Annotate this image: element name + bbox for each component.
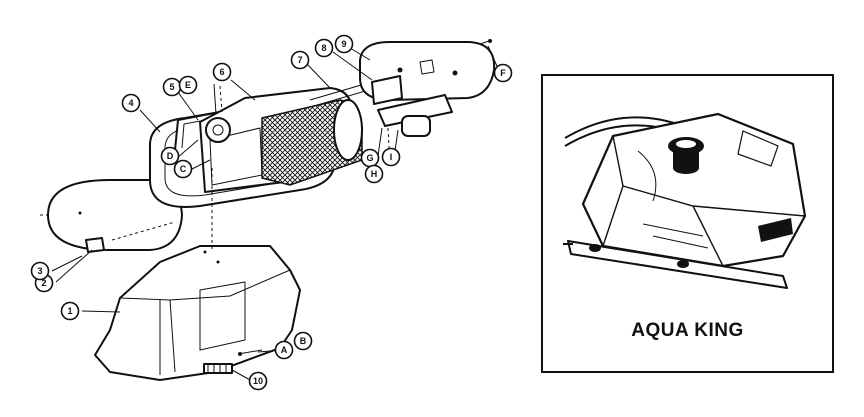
svg-text:8: 8: [321, 43, 326, 53]
part-knob: [85, 237, 105, 253]
callout-4: 4: [121, 93, 141, 113]
svg-text:4: 4: [128, 98, 133, 108]
assembled-product-illustration: [563, 112, 807, 289]
callout-1: 1: [60, 301, 80, 321]
svg-text:1: 1: [67, 306, 72, 316]
svg-text:C: C: [180, 164, 187, 174]
part-filter-mesh: [261, 99, 363, 186]
leader-lines: [51, 45, 501, 382]
part-clip: [203, 363, 233, 374]
callout-8: 8: [314, 38, 334, 58]
callout-10: 10: [248, 371, 268, 391]
product-name-label: AQUA KING: [631, 320, 744, 341]
svg-text:10: 10: [253, 376, 263, 386]
svg-text:F: F: [500, 68, 506, 78]
svg-text:7: 7: [297, 55, 302, 65]
part-end-cover: [40, 179, 183, 251]
callout-f: F: [493, 63, 513, 83]
svg-text:I: I: [390, 152, 393, 162]
svg-text:3: 3: [37, 266, 42, 276]
svg-text:2: 2: [41, 278, 46, 288]
callout-6: 6: [212, 62, 232, 82]
svg-text:9: 9: [341, 39, 346, 49]
part-motor: [371, 75, 453, 137]
callout-i: I: [381, 147, 401, 167]
callout-a: A: [274, 340, 294, 360]
svg-text:B: B: [300, 336, 307, 346]
screw-a: [237, 349, 263, 356]
callout-g: G: [360, 148, 380, 168]
screw-f: [479, 39, 493, 45]
callout-h: H: [364, 164, 384, 184]
callout-5: 5: [162, 77, 182, 97]
callout-c: C: [173, 159, 193, 179]
callout-b: B: [293, 331, 313, 351]
svg-text:H: H: [371, 169, 378, 179]
callout-e: E: [178, 75, 198, 95]
svg-text:G: G: [366, 153, 373, 163]
svg-text:5: 5: [169, 82, 174, 92]
product-inset-box: AQUA KING: [541, 74, 834, 373]
svg-text:6: 6: [219, 67, 224, 77]
callout-9: 9: [334, 34, 354, 54]
callout-3: 3: [30, 261, 50, 281]
svg-text:A: A: [281, 345, 288, 355]
svg-text:D: D: [167, 151, 174, 161]
part-housing: [94, 245, 301, 381]
callout-7: 7: [290, 50, 310, 70]
svg-text:E: E: [185, 80, 191, 90]
callout-d: D: [160, 146, 180, 166]
